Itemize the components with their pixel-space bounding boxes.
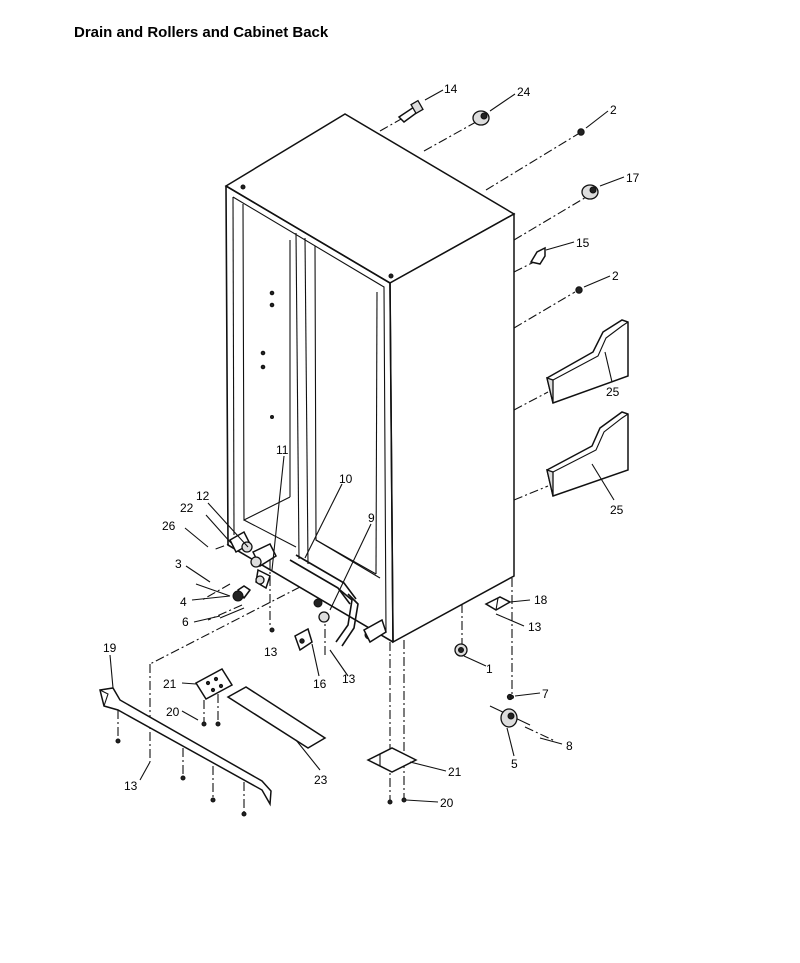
part-20-screw — [201, 721, 207, 727]
callout-labels: 14 24 2 17 15 2 25 25 11 10 12 22 26 9 3… — [103, 82, 640, 810]
callout-8: 8 — [566, 739, 573, 753]
callout-25: 25 — [606, 385, 620, 399]
part-13-screw — [269, 627, 275, 633]
callout-15: 15 — [576, 236, 590, 250]
callout-2: 2 — [610, 103, 617, 117]
callout-13: 13 — [342, 672, 356, 686]
callout-14: 14 — [444, 82, 458, 96]
callout-11: 11 — [276, 443, 289, 457]
callout-7: 7 — [542, 687, 549, 701]
part-17-bushing — [581, 184, 599, 200]
callout-21: 21 — [163, 677, 177, 691]
part-2-screw-side — [575, 286, 583, 294]
part-7-screw — [510, 695, 514, 699]
callout-17: 17 — [626, 171, 640, 185]
callout-20: 20 — [166, 705, 180, 719]
callout-12: 12 — [196, 489, 210, 503]
callout-21: 21 — [448, 765, 462, 779]
part-21-bracket-left — [194, 668, 234, 722]
diagram-title: Drain and Rollers and Cabinet Back — [74, 24, 329, 41]
part-24-bushing — [472, 110, 490, 126]
leader-lines — [149, 113, 589, 800]
callout-22: 22 — [180, 501, 194, 515]
callout-16: 16 — [313, 677, 327, 691]
part-2-screw-top — [577, 128, 585, 136]
callout-9: 9 — [368, 511, 375, 525]
callout-leaders — [109, 89, 625, 803]
part-19-grille — [99, 687, 272, 817]
part-21-bracket-right — [366, 747, 418, 805]
part-5-roller-assembly — [489, 693, 556, 742]
callout-3: 3 — [175, 557, 182, 571]
callout-26: 26 — [162, 519, 176, 533]
callout-25: 25 — [610, 503, 624, 517]
cabinet — [224, 113, 516, 644]
part-25-panel-lower — [546, 411, 629, 497]
callout-10: 10 — [339, 472, 353, 486]
callout-19: 19 — [103, 641, 117, 655]
part-23-panel — [226, 686, 327, 749]
part-18-bracket — [484, 596, 512, 611]
callout-13: 13 — [124, 779, 138, 793]
callout-20: 20 — [440, 796, 454, 810]
part-25-panel-upper — [546, 319, 629, 404]
callout-6: 6 — [182, 615, 189, 629]
callout-4: 4 — [180, 595, 187, 609]
callout-1: 1 — [486, 662, 493, 676]
part-14-hinge-pin — [397, 99, 424, 123]
callout-13: 13 — [528, 620, 542, 634]
callout-24: 24 — [517, 85, 531, 99]
callout-18: 18 — [534, 593, 548, 607]
callout-2: 2 — [612, 269, 619, 283]
callout-23: 23 — [314, 773, 328, 787]
part-20-screw — [215, 721, 221, 727]
part-15-clip — [529, 246, 546, 265]
callout-13: 13 — [264, 645, 278, 659]
part-1-roller — [454, 643, 468, 657]
callout-5: 5 — [511, 757, 518, 771]
drain-assembly — [195, 530, 387, 652]
